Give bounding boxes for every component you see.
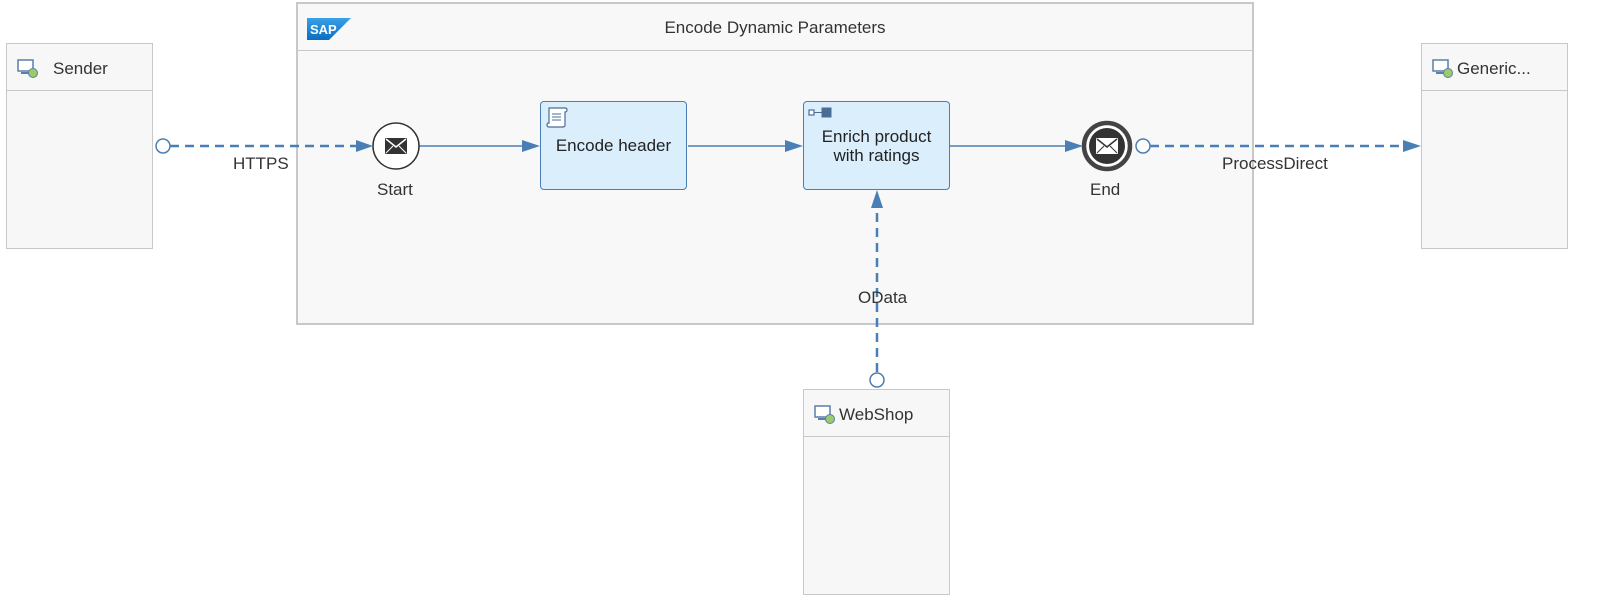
sender-label: Sender [53, 59, 108, 78]
system-icon [1432, 59, 1453, 78]
start-to-encode-flow[interactable] [419, 140, 540, 152]
enrich-product-step[interactable]: Enrich product with ratings [803, 101, 950, 190]
webshop-participant[interactable]: WebShop [803, 389, 950, 595]
end-event-label: End [1090, 180, 1121, 199]
enrich-product-label: Enrich product with ratings [822, 127, 932, 165]
script-icon [546, 107, 568, 128]
processdirect-label: ProcessDirect [1222, 154, 1328, 173]
odata-label: OData [858, 288, 908, 307]
envelope-icon [1096, 138, 1118, 154]
sap-logo-icon: SAP [307, 18, 351, 40]
sap-logo-text: SAP [310, 22, 337, 37]
receiver-header: Generic... [1422, 44, 1567, 91]
pool-title: Encode Dynamic Parameters [664, 18, 886, 37]
receiver-label: Generic... [1457, 59, 1531, 78]
enrich-product-label-line2: with ratings [833, 145, 920, 165]
receiver-participant[interactable]: Generic... [1421, 43, 1568, 249]
odata-connection[interactable] [869, 190, 885, 388]
end-event[interactable] [1081, 120, 1133, 172]
webshop-label: WebShop [839, 405, 914, 424]
https-connection[interactable] [155, 138, 373, 154]
encode-to-enrich-flow[interactable] [688, 140, 803, 152]
start-event[interactable] [372, 122, 420, 170]
sender-participant[interactable]: Sender [6, 43, 153, 249]
enrich-to-end-flow[interactable] [950, 140, 1083, 152]
webshop-header: WebShop [804, 390, 949, 437]
pool-header: SAP Encode Dynamic Parameters [298, 4, 1252, 51]
encode-header-step[interactable]: Encode header [540, 101, 687, 190]
processdirect-connection[interactable] [1135, 138, 1421, 154]
enrich-product-label-line1: Enrich product [821, 126, 932, 146]
system-icon [17, 59, 38, 78]
sender-header: Sender [7, 44, 152, 91]
enricher-icon [808, 107, 832, 118]
start-event-label: Start [377, 180, 413, 199]
https-label: HTTPS [233, 154, 289, 173]
encode-header-label: Encode header [555, 136, 672, 155]
envelope-icon [385, 138, 407, 154]
system-icon [814, 405, 835, 424]
